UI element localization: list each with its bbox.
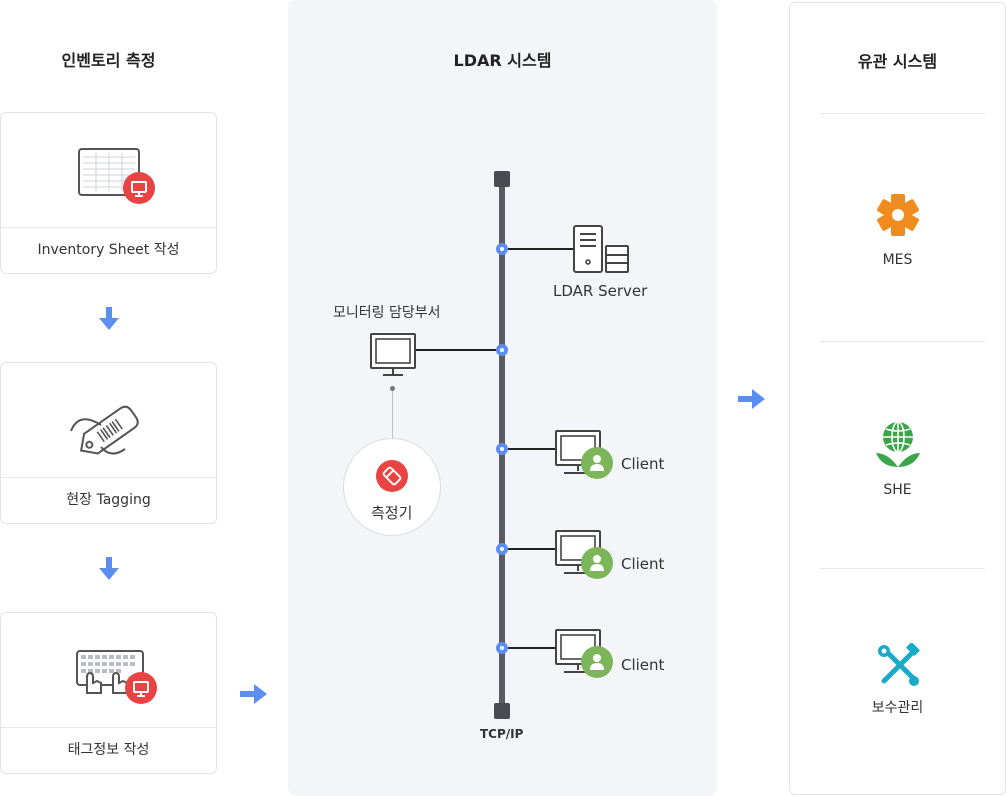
step-label-inventory-sheet: Inventory Sheet 작성 — [37, 242, 180, 258]
client-label: Client — [621, 555, 665, 573]
spreadsheet-icon — [78, 148, 155, 204]
server-icon — [573, 225, 629, 273]
bus-node — [496, 543, 508, 555]
inventory-column-title: 인벤토리 측정 — [61, 51, 156, 70]
she-label: SHE — [883, 482, 912, 498]
bus-top-cap — [494, 171, 510, 187]
right-arrow-icon — [738, 389, 765, 409]
tools-icon — [878, 643, 920, 686]
monitoring-label: 모니터링 담당부서 — [333, 305, 441, 321]
related-column-title: 유관 시스템 — [857, 52, 938, 71]
bus-bottom-cap — [494, 703, 510, 719]
step-label-tag-info: 태그정보 작성 — [67, 742, 150, 758]
mes-icon — [877, 194, 919, 236]
right-arrow-icon — [240, 684, 267, 704]
monitor-link — [416, 349, 500, 351]
meter-icon — [376, 460, 408, 492]
monitor-badge-icon — [125, 672, 157, 704]
mes-label: MES — [882, 252, 913, 268]
client-computer-icon — [555, 530, 613, 579]
maintenance-label: 보수관리 — [871, 700, 924, 716]
monitor-badge-icon — [123, 172, 155, 204]
down-arrow-icon — [99, 557, 119, 580]
meter-connector-dot — [390, 386, 395, 391]
ldar-column-title: LDAR 시스템 — [453, 51, 552, 70]
client-computer-icon — [555, 629, 613, 678]
bus-node — [496, 344, 508, 356]
tag-icon — [70, 405, 139, 455]
keyboard-icon — [76, 650, 157, 704]
bus-label: TCP/IP — [480, 727, 524, 741]
bus-node — [496, 642, 508, 654]
down-arrow-icon — [99, 307, 119, 330]
meter-connector — [392, 387, 393, 439]
related-systems-panel: 유관 시스템 MES SHE 보수관리 — [789, 2, 1006, 795]
step-card-field-tagging: 현장 Tagging — [0, 362, 217, 524]
client-link — [508, 647, 556, 649]
client-label: Client — [621, 656, 665, 674]
bus-node — [496, 443, 508, 455]
client-link — [508, 448, 556, 450]
step-label-field-tagging: 현장 Tagging — [66, 492, 151, 508]
client-link — [508, 548, 556, 550]
step-card-tag-info: 태그정보 작성 — [0, 612, 217, 774]
client-computer-icon — [555, 430, 613, 479]
client-label: Client — [621, 455, 665, 473]
step-card-inventory-sheet: Inventory Sheet 작성 — [0, 112, 217, 274]
monitor-icon — [370, 333, 416, 376]
meter-label: 측정기 — [371, 504, 413, 522]
bus-node — [496, 243, 508, 255]
globe-plant-icon — [876, 421, 920, 467]
server-link — [508, 248, 574, 250]
server-label: LDAR Server — [553, 282, 648, 300]
